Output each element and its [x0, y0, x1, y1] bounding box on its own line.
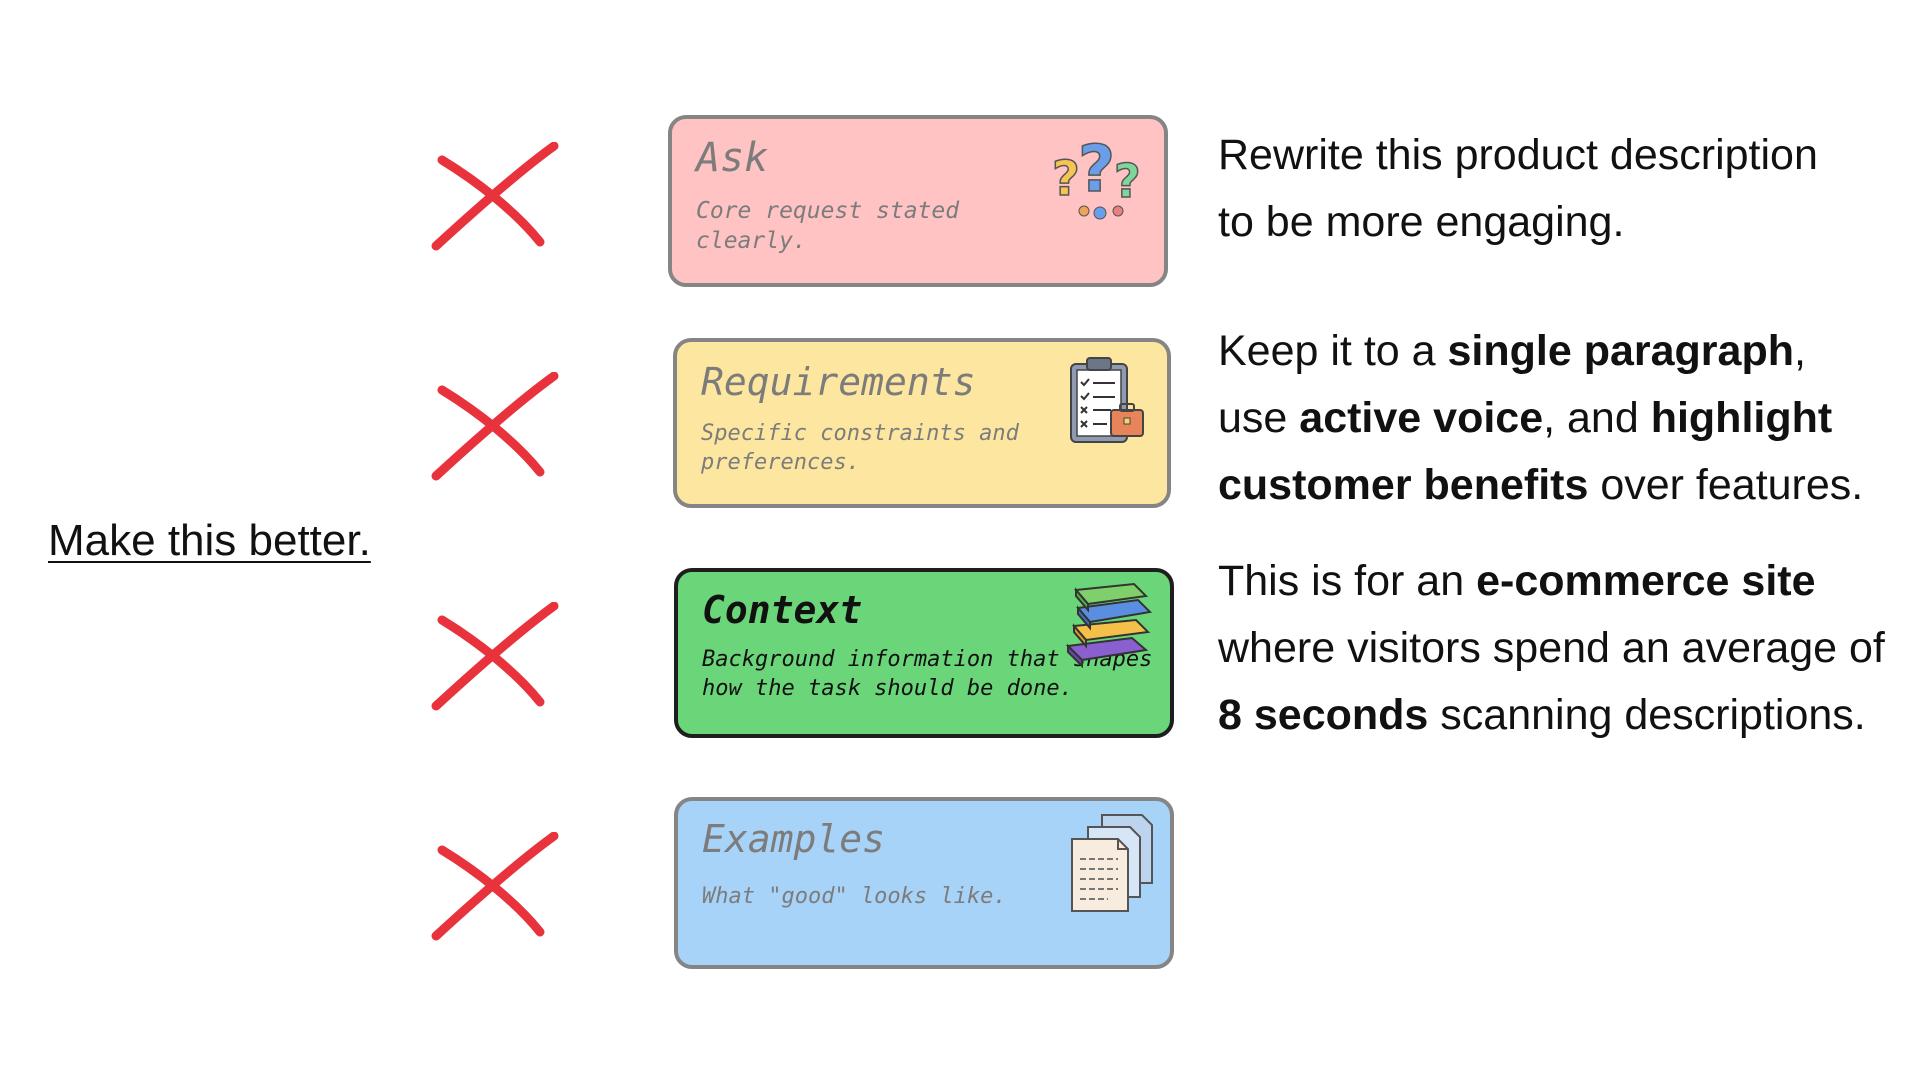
svg-text:?: ?: [1114, 154, 1141, 208]
ask-card: Ask Core request stated clearly. ? ? ?: [668, 115, 1168, 287]
ask-detail-text: Rewrite this product description to be m…: [1218, 122, 1918, 256]
ask-card-title: Ask: [696, 135, 769, 181]
red-x-icon: [431, 602, 559, 711]
svg-text:?: ?: [1052, 151, 1080, 207]
ask-detail-line: to be more engaging.: [1218, 198, 1625, 246]
examples-card: Examples What "good" looks like.: [674, 797, 1174, 969]
book-stack-icon: [1065, 582, 1152, 668]
requirements-detail-line: use active voice, and highlight: [1218, 394, 1833, 442]
documents-icon: [1071, 814, 1153, 912]
red-x-icon: [431, 832, 559, 941]
context-card-title: Context: [702, 588, 863, 632]
ask-card-description: Core request stated clearly.: [696, 198, 960, 254]
emphasis: active voice: [1299, 394, 1544, 442]
prompt-text: Make this better.: [48, 516, 371, 565]
requirements-detail-text: Keep it to a single paragraph, use activ…: [1218, 318, 1918, 519]
emphasis: customer benefits: [1218, 461, 1589, 509]
emphasis: single paragraph: [1447, 327, 1794, 375]
requirements-card: Requirements Specific constraints and pr…: [673, 338, 1171, 508]
question-marks-icon: ? ? ?: [1051, 133, 1141, 220]
red-x-icon: [431, 142, 559, 251]
clipboard-checklist-icon: [1070, 357, 1144, 443]
requirements-detail-line: customer benefits over features.: [1218, 461, 1864, 509]
context-card: Context Background information that shap…: [674, 568, 1174, 738]
examples-card-title: Examples: [702, 817, 886, 861]
svg-text:?: ?: [1078, 133, 1115, 207]
emphasis: e-commerce site: [1476, 557, 1816, 605]
red-x-icon: [431, 372, 559, 481]
emphasis: highlight: [1650, 394, 1833, 442]
requirements-card-title: Requirements: [701, 360, 976, 404]
ask-detail-line: Rewrite this product description: [1218, 131, 1818, 179]
requirements-card-description: Specific constraints and preferences.: [701, 421, 1019, 475]
requirements-detail-line: Keep it to a single paragraph,: [1218, 327, 1806, 375]
context-detail-line: This is for an e-commerce site: [1218, 557, 1816, 605]
context-detail-line: where visitors spend an average of: [1218, 624, 1885, 672]
examples-card-description: What "good" looks like.: [702, 884, 1007, 909]
context-detail-line: 8 seconds scanning descriptions.: [1218, 691, 1866, 739]
context-detail-text: This is for an e-commerce site where vis…: [1218, 548, 1918, 749]
emphasis: 8 seconds: [1218, 691, 1429, 739]
